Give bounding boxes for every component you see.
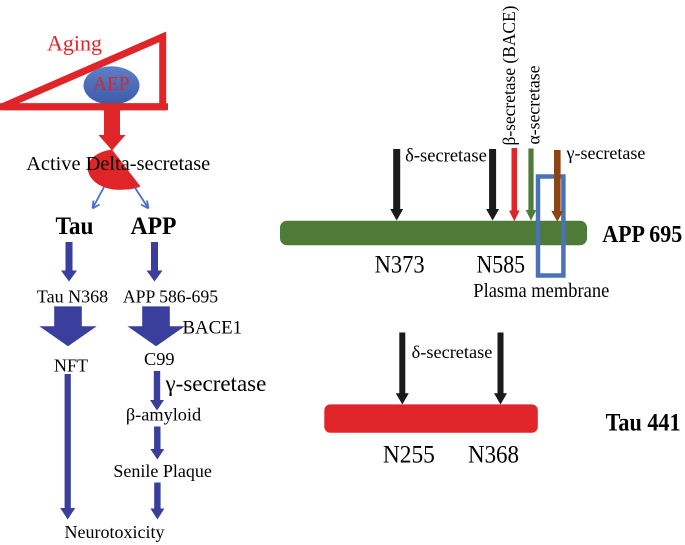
svg-text:γ-secretase: γ-secretase [566, 143, 646, 163]
svg-text:β-amyloid: β-amyloid [126, 404, 201, 424]
svg-text:Tau 441: Tau 441 [606, 409, 681, 436]
svg-text:NFT: NFT [54, 355, 88, 375]
svg-text:N373: N373 [375, 251, 425, 278]
svg-text:N255: N255 [383, 442, 435, 469]
svg-text:APP 586-695: APP 586-695 [123, 286, 218, 306]
svg-text:Aging: Aging [47, 31, 102, 56]
svg-text:N585: N585 [477, 251, 526, 278]
svg-text:BACE1: BACE1 [183, 318, 242, 339]
svg-text:β-secretase (BACE): β-secretase (BACE) [499, 5, 519, 145]
svg-text:N368: N368 [468, 442, 519, 469]
svg-text:Neurotoxicity: Neurotoxicity [65, 522, 165, 542]
svg-text:AEP: AEP [93, 73, 130, 95]
svg-text:δ-secretase: δ-secretase [412, 342, 493, 362]
svg-text:Plasma membrane: Plasma membrane [473, 281, 609, 302]
svg-text:APP: APP [131, 213, 177, 240]
svg-text:γ-secretase: γ-secretase [165, 371, 267, 396]
svg-text:α-secretase: α-secretase [524, 66, 544, 145]
svg-text:C99: C99 [144, 349, 174, 369]
svg-text:δ-secretase: δ-secretase [405, 147, 487, 167]
svg-text:Tau: Tau [56, 213, 94, 240]
svg-text:Senile Plaque: Senile Plaque [113, 461, 211, 481]
svg-text:APP 695: APP 695 [602, 221, 682, 248]
svg-text:Active Delta-secretase: Active Delta-secretase [26, 153, 210, 175]
svg-text:Tau N368: Tau N368 [37, 286, 108, 306]
